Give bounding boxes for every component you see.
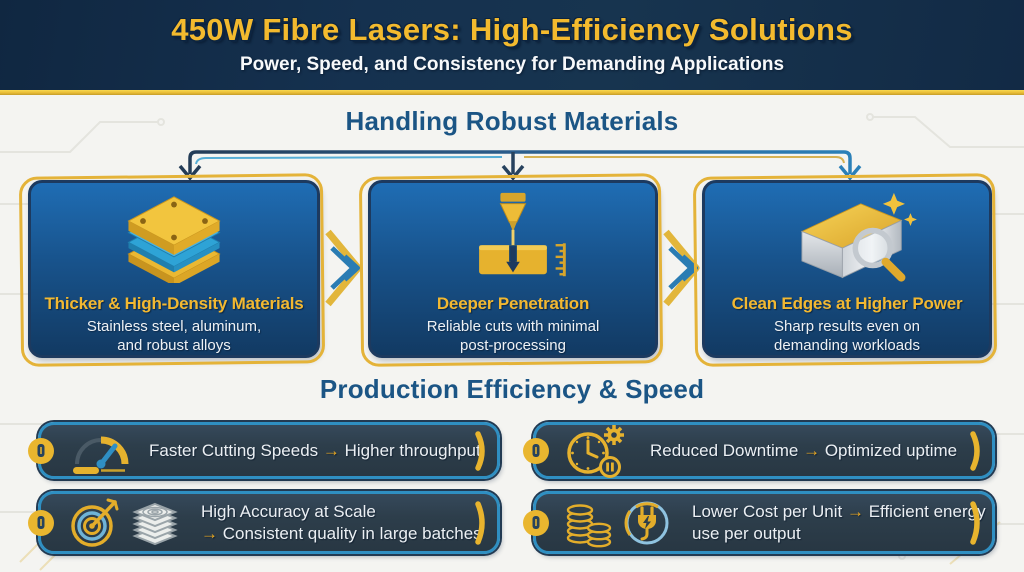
card-title: Thicker & High-Density Materials [44,294,304,314]
benefit-text: High Accuracy at Scale → Consistent qual… [201,502,482,543]
power-plug-icon [624,501,669,544]
bullet-badge-icon [28,437,54,464]
target-arrow-icon [71,498,119,547]
header-gold-strip [0,90,1024,95]
chevron-separator-icon [325,229,362,307]
benefit-pill-high-accuracy: High Accuracy at Scale → Consistent qual… [28,491,500,554]
header: 450W Fibre Lasers: High-Efficiency Solut… [0,0,1024,95]
arrow-right-icon: → [846,502,864,522]
benefit-pill-faster-cutting: Faster Cutting Speeds → Higher throughpu… [28,422,500,479]
card-title: Deeper Penetration [436,294,590,314]
card-title: Clean Edges at Higher Power [731,294,963,314]
branch-arrows [178,150,862,181]
main-title: 450W Fibre Lasers: High-Efficiency Solut… [171,12,853,47]
benefit-pill-lower-cost: Lower Cost per Unit → Efficient energy u… [523,491,995,554]
subtitle: Power, Speed, and Consistency for Demand… [239,54,785,75]
section-title-materials: Handling Robust Materials [345,106,679,136]
speedometer-icon [73,436,129,474]
card-thicker-materials: Thicker & High-Density Materials Stainle… [28,180,320,358]
clock-gear-pause-icon [567,424,624,478]
laser-cutting-icon [479,192,566,277]
gold-bracket-icon [970,430,980,471]
layered-plates-icon [127,196,221,283]
gold-bracket-icon [970,500,980,545]
arrow-right-icon: → [322,440,340,460]
card-deeper-penetration: Deeper Penetration Reliable cuts with mi… [368,180,658,358]
bullet-badge-icon [523,437,549,464]
bullet-badge-icon [523,509,549,536]
arrow-right-icon: → [201,523,218,543]
benefit-text: Faster Cutting Speeds → Higher throughpu… [149,440,481,460]
card-clean-edges: Clean Edges at Higher Power Sharp result… [702,180,992,358]
section-title-efficiency: Production Efficiency & Speed [319,374,705,404]
benefit-pill-reduced-downtime: Reduced Downtime → Optimized uptime [523,422,995,479]
gold-bracket-icon [475,430,485,471]
sheet-stack-icon [132,502,178,545]
benefit-text: Lower Cost per Unit → Efficient energy u… [692,502,986,543]
card-description: Stainless steel, aluminum, and robust al… [86,318,262,354]
card-description: Sharp results even on demanding workload… [774,318,920,354]
arrow-right-icon: → [803,440,821,460]
card-description: Reliable cuts with minimal post-processi… [426,318,600,354]
bullet-badge-icon [28,509,54,536]
coin-stacks-icon [566,503,612,547]
metal-ingot-magnifier-icon [800,192,917,282]
benefit-text: Reduced Downtime → Optimized uptime [650,440,958,460]
gold-bracket-icon [475,500,485,545]
